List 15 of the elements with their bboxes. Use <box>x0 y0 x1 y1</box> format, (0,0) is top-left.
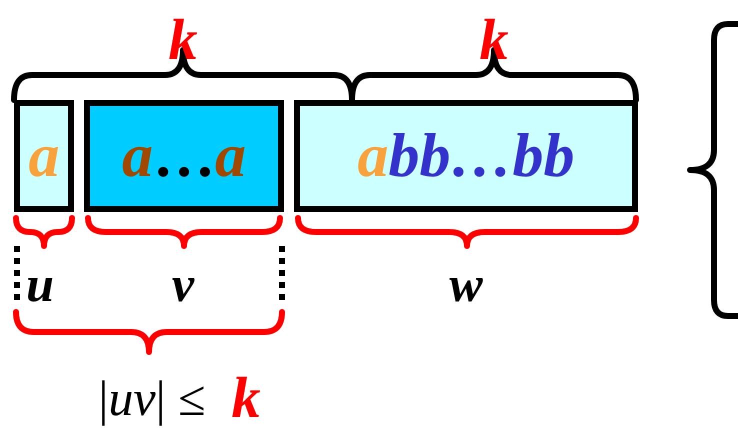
string-symbol: a <box>215 125 246 187</box>
string-segment-box <box>14 100 74 212</box>
part-label: v <box>172 259 194 309</box>
string-symbol: … <box>153 125 215 187</box>
string-symbol: a <box>28 125 60 187</box>
string-segment-box <box>84 100 284 212</box>
brace-label: k <box>480 11 508 69</box>
string-symbol: a <box>358 125 388 187</box>
part-label: u <box>26 259 54 309</box>
string-symbol: a <box>122 125 153 187</box>
brace-label: k <box>168 11 198 69</box>
condition-variable: k <box>232 369 260 427</box>
string-segment-box <box>294 100 638 212</box>
part-label: w <box>449 259 483 309</box>
string-symbol: bb…bb <box>388 125 574 187</box>
